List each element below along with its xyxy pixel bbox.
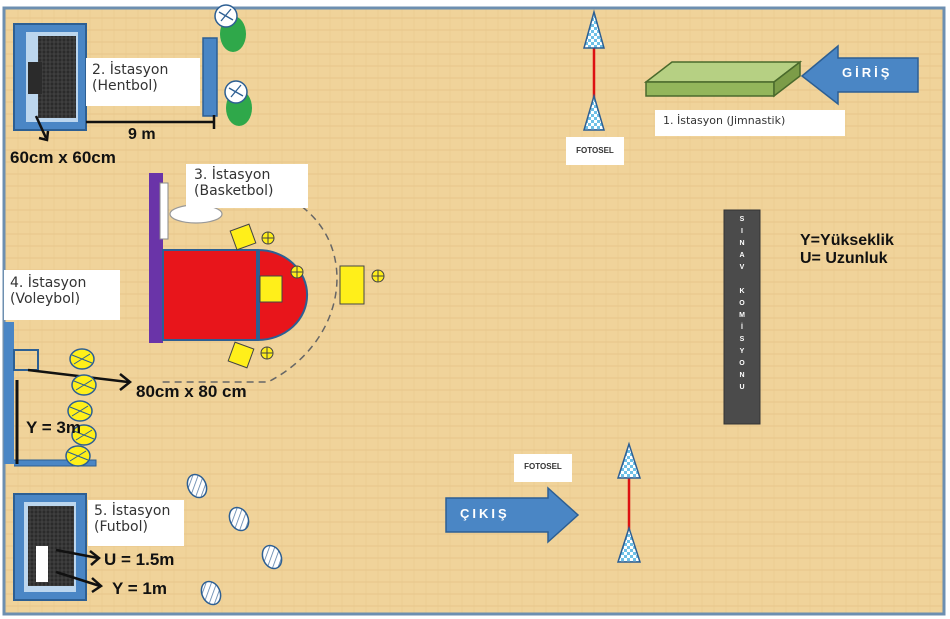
- length-1-5m-arrow: [55, 548, 99, 560]
- basketball-cone-marker: [229, 223, 275, 251]
- commission-letter: V: [739, 264, 745, 271]
- basketball-backboard: [159, 182, 169, 240]
- commission-letter: S: [739, 216, 745, 223]
- legend-length: U= Uzunluk: [800, 250, 888, 268]
- commission-letter: [741, 274, 743, 286]
- height-1m-arrow: [55, 570, 101, 588]
- exam-commission-table: [723, 209, 761, 425]
- handball-goal: [13, 23, 87, 131]
- football-ball-icon: [186, 473, 283, 606]
- distance-9m-label: 9 m: [128, 126, 156, 143]
- basketball-cone-marker: [259, 265, 304, 303]
- station-1-label: 1. İstasyon (Jimnastik): [655, 110, 845, 136]
- entry-arrow: [800, 44, 919, 106]
- station-3-sport: (Basketbol): [194, 183, 274, 200]
- photocell-top: [582, 9, 606, 131]
- height-3m-label: Y = 3m: [26, 418, 81, 437]
- station-5-label: 5. İstasyon (Futbol): [88, 500, 184, 546]
- size-80-label: 80cm x 80 cm: [136, 382, 247, 401]
- handball-ball-icon: [224, 80, 252, 126]
- football-goal: [13, 493, 87, 601]
- photocell-bottom-label: FOTOSEL: [514, 454, 572, 482]
- photocell-top-label: FOTOSEL: [566, 137, 624, 165]
- station-4-label: 4. İstasyon (Voleybol): [4, 270, 120, 320]
- station-2-label: 2. İstasyon (Hentbol): [86, 58, 200, 106]
- commission-letter: A: [739, 252, 745, 259]
- station-3-title: 3. İstasyon: [194, 167, 271, 183]
- exit-label: ÇIKIŞ: [460, 506, 510, 521]
- commission-letter: O: [739, 360, 745, 367]
- photocell-bottom: [616, 441, 642, 563]
- commission-letter: M: [739, 312, 745, 319]
- legend: Y=Yükseklik U= Uzunluk: [800, 232, 894, 269]
- basketball-cone-marker: [227, 341, 274, 369]
- station-3-label: 3. İstasyon (Basketbol): [186, 164, 308, 208]
- gymnastics-mat: [643, 60, 803, 98]
- legend-height: Y=Yükseklik: [800, 232, 894, 249]
- station-4-title: 4. İstasyon: [10, 275, 87, 291]
- station-5-title: 5. İstasyon: [94, 503, 171, 519]
- commission-letter: N: [739, 240, 745, 247]
- basketball-cone-marker: [339, 265, 385, 305]
- commission-letter: Y: [739, 348, 745, 355]
- height-1m-label: Y = 1m: [112, 579, 167, 598]
- commission-letter: N: [739, 372, 745, 379]
- commission-letter: İ: [741, 324, 743, 331]
- commission-letter: I: [741, 228, 743, 235]
- station-2-sport: (Hentbol): [92, 78, 158, 95]
- handball-ball-icon: [214, 4, 246, 52]
- station-2-title: 2. İstasyon: [92, 62, 169, 78]
- size-60-arrow: [34, 115, 48, 139]
- commission-letter: O: [739, 300, 745, 307]
- station-4-sport: (Voleybol): [10, 291, 81, 308]
- exit-arrow: [445, 486, 580, 544]
- three-point-arc: [160, 199, 338, 383]
- size-60-label: 60cm x 60cm: [10, 148, 116, 167]
- basketball-key: [162, 249, 309, 341]
- commission-letter: U: [739, 384, 745, 391]
- handball-throw-bar: [202, 37, 218, 117]
- commission-letter: K: [739, 288, 745, 295]
- length-1-5m-label: U = 1.5m: [104, 550, 175, 569]
- entry-label: GİRİŞ: [842, 65, 893, 80]
- volleyball-ball-column: [65, 348, 97, 467]
- commission-letter: S: [739, 336, 745, 343]
- station-5-sport: (Futbol): [94, 519, 148, 536]
